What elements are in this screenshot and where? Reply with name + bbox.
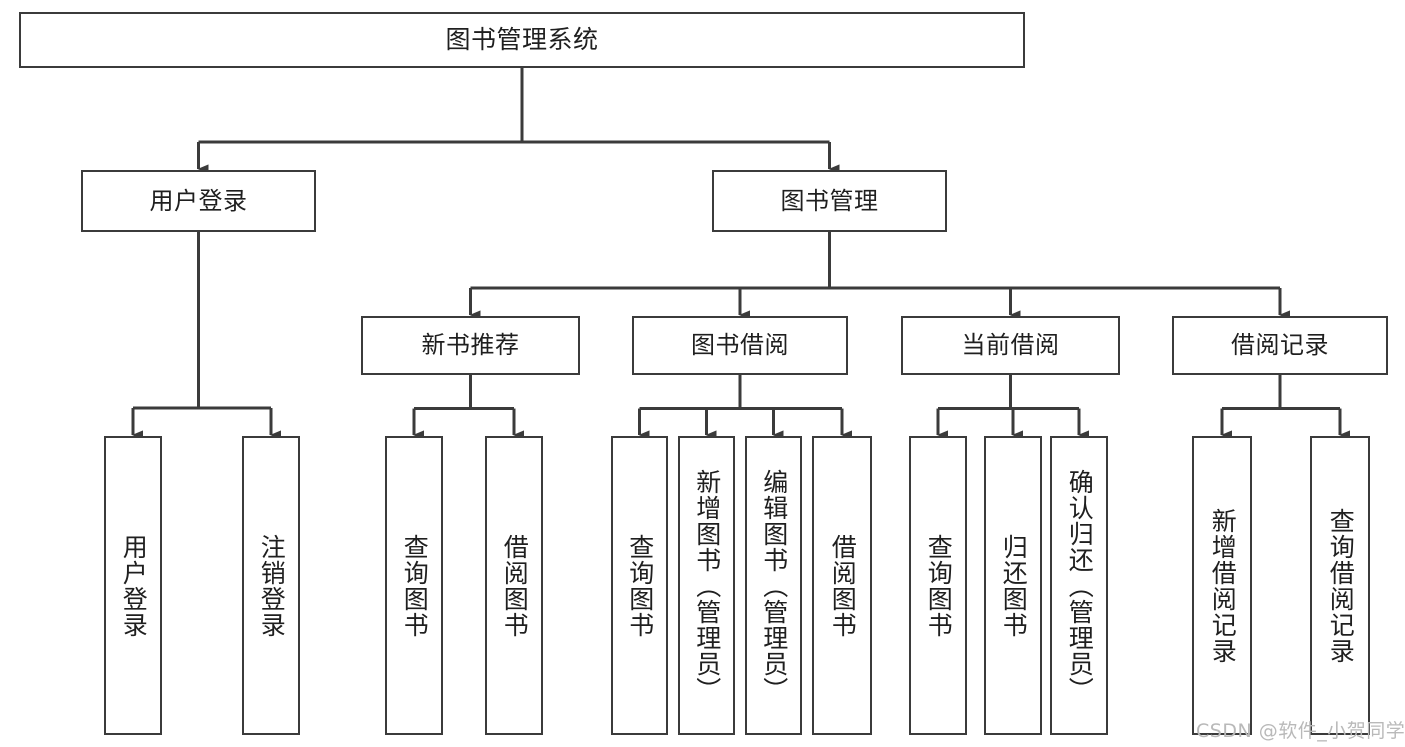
leaf-add-book-label: 新增图书（管理员） (692, 468, 722, 703)
node-book-management-label: 图书管理 (780, 186, 879, 215)
leaf-confirm-return-label: 确认归还（管理员） (1065, 468, 1095, 703)
leaf-return-book-label: 归还图书 (999, 533, 1029, 638)
leaf-logout-label: 注销登录 (257, 533, 287, 638)
leaf-query-book-2[interactable]: 查询图书 (611, 436, 668, 735)
leaf-query-book-2-label: 查询图书 (625, 533, 655, 638)
node-book-borrow-label: 图书借阅 (691, 331, 789, 360)
leaf-logout[interactable]: 注销登录 (242, 436, 300, 735)
node-user-login[interactable]: 用户登录 (81, 170, 316, 232)
leaf-query-borrow-record[interactable]: 查询借阅记录 (1310, 436, 1370, 735)
leaf-borrow-book-2-label: 借阅图书 (828, 533, 858, 638)
leaf-add-borrow-record[interactable]: 新增借阅记录 (1192, 436, 1252, 735)
node-borrow-record[interactable]: 借阅记录 (1172, 316, 1388, 375)
node-new-book-recommend-label: 新书推荐 (421, 331, 520, 360)
leaf-user-login-label: 用户登录 (119, 533, 149, 638)
node-user-login-label: 用户登录 (149, 186, 248, 215)
node-current-borrow-label: 当前借阅 (961, 331, 1060, 360)
leaf-add-borrow-record-label: 新增借阅记录 (1208, 507, 1238, 664)
leaf-user-login[interactable]: 用户登录 (104, 436, 162, 735)
node-new-book-recommend[interactable]: 新书推荐 (361, 316, 580, 375)
leaf-add-book[interactable]: 新增图书（管理员） (678, 436, 735, 735)
node-book-management[interactable]: 图书管理 (712, 170, 947, 232)
node-root-label: 图书管理系统 (445, 25, 599, 54)
leaf-borrow-book-2[interactable]: 借阅图书 (812, 436, 872, 735)
leaf-query-book-1-label: 查询图书 (400, 533, 430, 638)
node-borrow-record-label: 借阅记录 (1231, 331, 1329, 360)
leaf-borrow-book-1[interactable]: 借阅图书 (485, 436, 543, 735)
leaf-borrow-book-1-label: 借阅图书 (500, 533, 530, 638)
leaf-edit-book-label: 编辑图书（管理员） (759, 468, 789, 703)
node-current-borrow[interactable]: 当前借阅 (901, 316, 1120, 375)
leaf-confirm-return[interactable]: 确认归还（管理员） (1050, 436, 1108, 735)
leaf-return-book[interactable]: 归还图书 (984, 436, 1042, 735)
leaf-query-borrow-record-label: 查询借阅记录 (1326, 507, 1356, 664)
edge-group (131, 68, 1350, 440)
leaf-query-book-3-label: 查询图书 (924, 533, 954, 638)
leaf-edit-book[interactable]: 编辑图书（管理员） (745, 436, 802, 735)
node-book-borrow[interactable]: 图书借阅 (632, 316, 848, 375)
leaf-query-book-1[interactable]: 查询图书 (385, 436, 443, 735)
node-root[interactable]: 图书管理系统 (19, 12, 1025, 68)
leaf-query-book-3[interactable]: 查询图书 (909, 436, 967, 735)
